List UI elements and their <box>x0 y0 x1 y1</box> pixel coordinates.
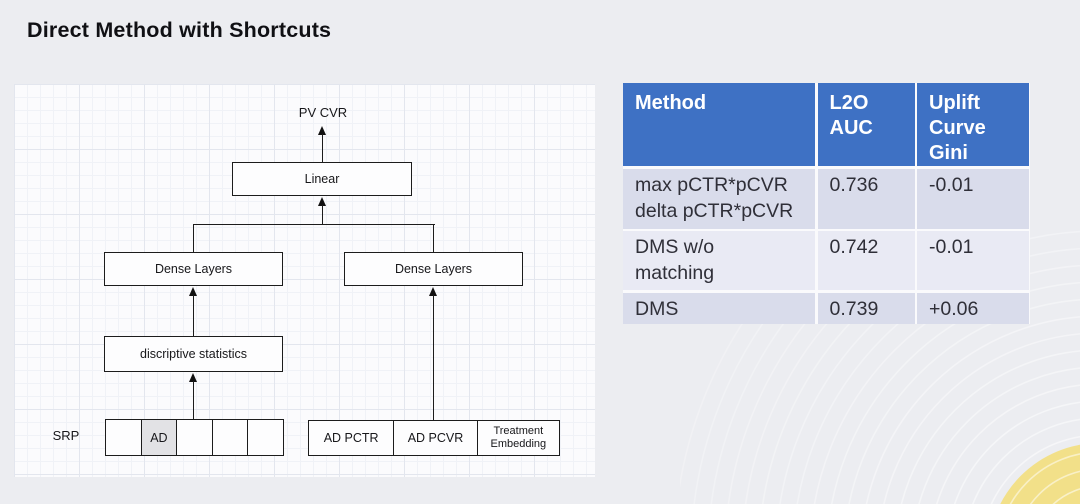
input-feature-row: AD PCTR AD PCVR Treatment Embedding <box>308 420 560 456</box>
arrow-line <box>193 381 195 419</box>
connector-right-drop <box>433 224 435 252</box>
column-header-uplift-curve-gini: Uplift Curve Gini <box>917 83 1029 166</box>
page-title: Direct Method with Shortcuts <box>27 18 332 42</box>
srp-cell <box>247 420 283 455</box>
results-table: Method L2O AUC Uplift Curve Gini max pCT… <box>623 83 1030 324</box>
yellow-circle <box>1000 444 1080 504</box>
arrow-line <box>433 295 435 420</box>
node-dense-layers-left: Dense Layers <box>104 252 283 286</box>
table-cell-method: DMS w/o matching <box>623 231 815 290</box>
arrow-line <box>193 295 195 336</box>
node-dense-layers-right: Dense Layers <box>344 252 523 286</box>
table-cell-gini: +0.06 <box>917 292 1029 324</box>
arrow-line <box>321 134 323 162</box>
srp-cell-row: AD <box>105 419 284 456</box>
arrowhead-icon <box>189 373 197 382</box>
table-cell-gini: -0.01 <box>917 168 1029 229</box>
srp-label: SRP <box>52 428 80 443</box>
srp-cell <box>106 420 141 455</box>
connector-bracket <box>193 224 435 225</box>
table-cell-method: max pCTR*pCVR delta pCTR*pCVR <box>623 168 815 229</box>
arrowhead-icon <box>189 287 197 296</box>
srp-cell <box>211 420 248 455</box>
table-cell-method: DMS <box>623 292 815 324</box>
connector-left-drop <box>193 224 195 252</box>
column-header-method: Method <box>623 83 815 166</box>
column-header-l2o-auc: L2O AUC <box>817 83 915 166</box>
node-linear: Linear <box>232 162 412 196</box>
output-label-pv-cvr: PV CVR <box>298 105 348 120</box>
node-descriptive-statistics: discriptive statistics <box>104 336 283 372</box>
input-ad-pctr: AD PCTR <box>323 431 379 445</box>
input-treatment-embedding: Treatment Embedding <box>476 421 559 455</box>
connector-stem <box>321 205 323 225</box>
table-cell-auc: 0.736 <box>817 168 915 229</box>
table-cell-auc: 0.739 <box>817 292 915 324</box>
srp-cell-ad: AD <box>140 420 177 455</box>
arrowhead-icon <box>429 287 437 296</box>
input-ad-pcvr: AD PCVR <box>393 421 476 455</box>
table-cell-gini: -0.01 <box>917 231 1029 290</box>
diagram-panel: PV CVR Linear Dense Layers Dense Layers … <box>14 84 595 477</box>
arrowhead-icon <box>318 126 326 135</box>
table-cell-auc: 0.742 <box>817 231 915 290</box>
arrowhead-icon <box>318 197 326 206</box>
srp-cell <box>176 420 212 455</box>
